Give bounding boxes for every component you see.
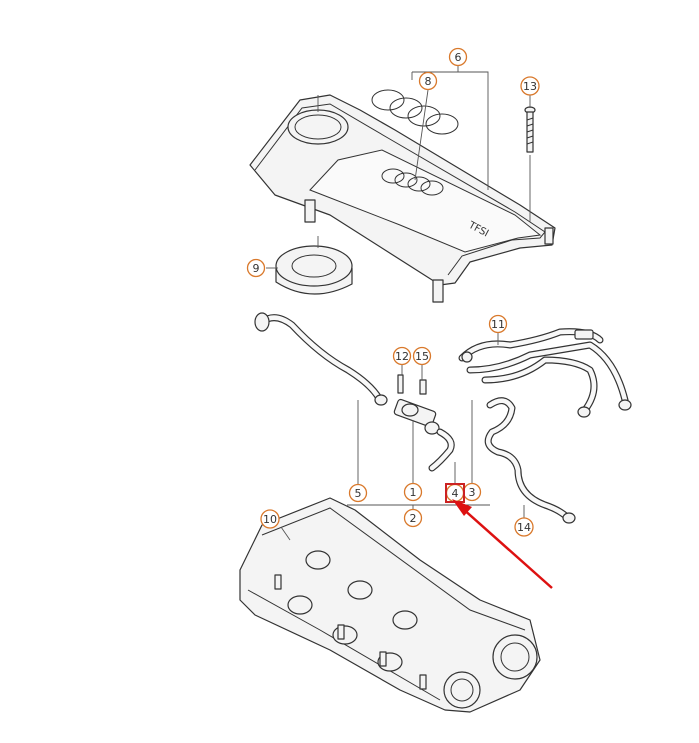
callout-5: 5	[348, 483, 368, 503]
callout-15: 15	[412, 346, 432, 366]
hose-5	[254, 312, 388, 406]
callout-6-label: 6	[455, 51, 462, 64]
callout-8: 8	[418, 71, 438, 91]
callout-11-label: 11	[491, 318, 505, 331]
callout-12-label: 12	[395, 350, 409, 363]
callout-14-label: 14	[517, 521, 531, 534]
callout-4-highlighted: 4	[445, 483, 465, 503]
callout-12: 12	[392, 346, 412, 366]
callout-15-label: 15	[415, 350, 429, 363]
callout-3: 3	[462, 482, 482, 502]
callout-10-label: 10	[263, 513, 277, 526]
callout-11: 11	[488, 314, 508, 334]
hose-11	[458, 328, 632, 418]
red-arrow	[452, 499, 553, 589]
hose-4	[428, 428, 455, 472]
bolt-part	[524, 106, 536, 153]
callout-9: 9	[246, 258, 266, 278]
callout-9-label: 9	[253, 262, 260, 275]
callout-3-label: 3	[469, 486, 476, 499]
hose-14	[484, 397, 576, 524]
leader-lines	[266, 66, 531, 541]
grommet-part	[275, 245, 353, 295]
manifold-part	[239, 497, 541, 713]
valve-connector	[393, 374, 440, 435]
callout-1: 1	[403, 482, 423, 502]
callout-5-label: 5	[355, 487, 362, 500]
callout-6: 6	[448, 47, 468, 67]
callout-1-label: 1	[410, 486, 417, 499]
rings-logo-part	[371, 89, 459, 135]
callout-13: 13	[520, 76, 540, 96]
callout-8-label: 8	[425, 75, 432, 88]
callout-10: 10	[260, 509, 280, 529]
callout-13-label: 13	[523, 80, 537, 93]
callout-2-label: 2	[410, 512, 417, 525]
callout-14: 14	[514, 517, 534, 537]
engine-cover: TFSI	[249, 94, 556, 303]
callout-2: 2	[403, 508, 423, 528]
callout-4-label: 4	[452, 487, 459, 500]
cover-rings-logo	[381, 168, 444, 196]
